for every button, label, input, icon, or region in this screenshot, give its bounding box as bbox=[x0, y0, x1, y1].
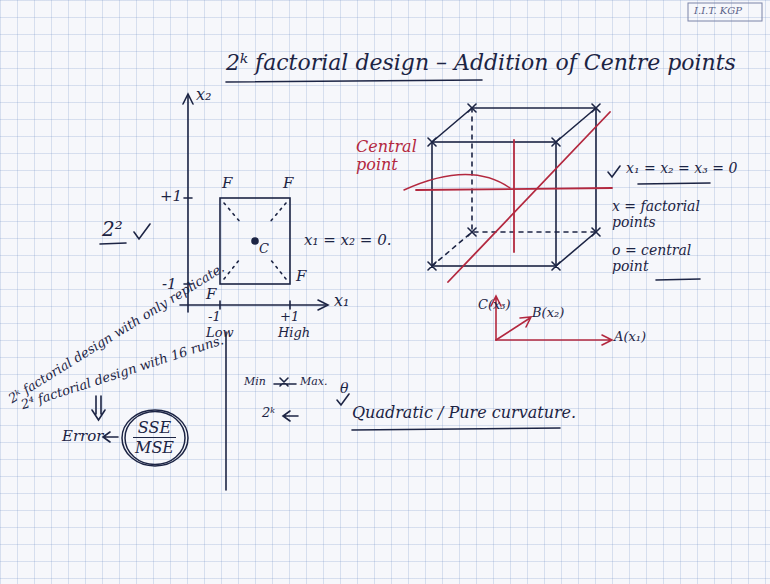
note-label: x₂ bbox=[196, 86, 211, 104]
note-label: x₁ = x₂ = x₃ = 0 bbox=[626, 160, 737, 176]
cube bbox=[428, 104, 600, 270]
logo-box bbox=[688, 3, 762, 21]
arrow-head bbox=[318, 300, 328, 310]
note-label: Error bbox=[62, 428, 104, 445]
note-label: x₁ bbox=[334, 292, 349, 310]
underline bbox=[656, 279, 700, 280]
note-label: C bbox=[259, 242, 269, 257]
note-label: F bbox=[222, 175, 232, 192]
note-label: High bbox=[278, 326, 310, 341]
note-label: F bbox=[283, 175, 293, 192]
centre-dot bbox=[252, 238, 258, 244]
tick-mark bbox=[134, 224, 150, 239]
note-label: +1 bbox=[160, 188, 182, 205]
title-underline bbox=[226, 80, 482, 82]
arrow-head bbox=[183, 94, 193, 104]
underline bbox=[638, 183, 710, 184]
note-label: 2ᵏ factorial design with only replicate. bbox=[6, 261, 227, 407]
note-label: Min bbox=[244, 376, 266, 389]
note-label: θ bbox=[340, 380, 348, 396]
note-label: x = factorial points bbox=[612, 198, 714, 230]
ratio-term: SSE bbox=[133, 418, 176, 438]
title: 2ᵏ factorial design – Addition of Centre… bbox=[226, 50, 736, 75]
diagonal-dots bbox=[224, 203, 286, 279]
note-label: o = central point bbox=[612, 242, 704, 274]
x1-axis bbox=[180, 304, 326, 306]
note-label: Max. bbox=[300, 376, 328, 389]
underline bbox=[100, 243, 126, 244]
design-square bbox=[220, 198, 290, 284]
ratio-term: MSE bbox=[133, 438, 176, 457]
ratio-text: SSEMSE bbox=[133, 418, 176, 457]
note-label: B(x₂) bbox=[532, 306, 564, 321]
range-line bbox=[274, 378, 296, 386]
arrow bbox=[103, 432, 118, 442]
note-label: C(x₃) bbox=[478, 298, 511, 313]
divider bbox=[225, 332, 227, 490]
note-label: I.I.T. KGP bbox=[694, 5, 742, 17]
note-label: Central point bbox=[356, 138, 430, 175]
note-label: x₁ = x₂ = 0. bbox=[304, 232, 391, 249]
circled-ratio: SSEMSE bbox=[120, 408, 190, 468]
note-label: F bbox=[206, 286, 216, 303]
note-label: Quadratic / Pure curvature. bbox=[352, 404, 576, 422]
note-label: A(x₁) bbox=[614, 330, 646, 345]
note-label: 2² bbox=[102, 218, 123, 241]
tick-marks bbox=[184, 198, 290, 309]
tick-mark bbox=[608, 166, 620, 177]
arrow bbox=[283, 411, 298, 421]
note-label: -1 bbox=[208, 310, 221, 325]
implies-arrow bbox=[92, 396, 105, 420]
note-label: 2ᵏ bbox=[262, 406, 275, 421]
underline bbox=[352, 428, 560, 430]
note-label: F bbox=[296, 268, 306, 285]
centre-lines bbox=[404, 112, 612, 282]
note-label: +1 bbox=[280, 310, 299, 325]
